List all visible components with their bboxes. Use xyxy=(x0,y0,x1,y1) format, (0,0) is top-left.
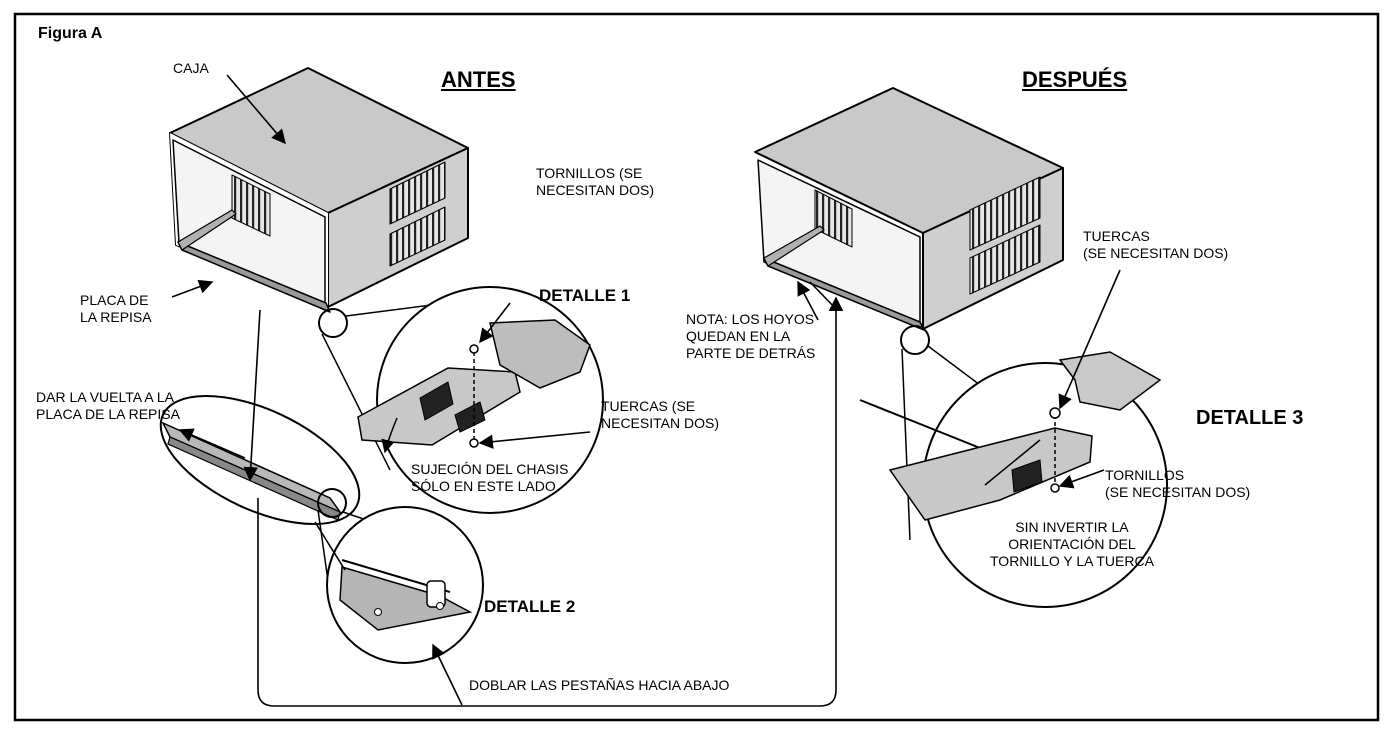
label-sujecion: SUJECIÓN DEL CHASIS SÓLO EN ESTE LADO xyxy=(411,461,569,494)
dar-vuelta-arrow xyxy=(178,428,246,459)
label-placa-repisa: PLACA DE LA REPISA xyxy=(80,292,152,325)
placa-arrow xyxy=(171,279,214,298)
label-sin-invertir: SIN INVERTIR LA ORIENTACIÓN DEL TORNILLO… xyxy=(990,519,1154,569)
detail-3-label: DETALLE 3 xyxy=(1196,407,1304,429)
tornillos-despues-arrow xyxy=(1058,469,1105,489)
label-nota: NOTA: LOS HOYOS QUEDAN EN LA PARTE DE DE… xyxy=(686,311,816,361)
detail-2-circle xyxy=(326,506,484,664)
label-tuercas-despues: TUERCAS (SE NECESITAN DOS) xyxy=(1083,228,1229,261)
nota-underline xyxy=(809,281,838,311)
detail-3-circle xyxy=(859,325,1168,608)
cabinet-after xyxy=(754,87,1064,331)
leader-lines xyxy=(171,74,1121,707)
before-heading: ANTES xyxy=(441,67,516,92)
label-dar-vuelta: DAR LA VUELTA A LA PLACA DE LA REPISA xyxy=(36,389,180,422)
tuercas-antes-arrow xyxy=(478,431,591,449)
detail-2-label: DETALLE 2 xyxy=(484,597,576,616)
label-doblar: DOBLAR LAS PESTAÑAS HACIA ABAJO xyxy=(469,677,730,693)
label-caja: CAJA xyxy=(173,60,209,76)
detail-1-label: DETALLE 1 xyxy=(539,286,631,305)
tornillos-antes-arrow xyxy=(479,302,511,344)
label-tornillos-antes: TORNILLOS (SE NECESITAN DOS) xyxy=(536,165,654,198)
detail-1-circle xyxy=(318,286,604,514)
after-heading: DESPUÉS xyxy=(1022,67,1128,92)
label-tuercas-antes: TUERCAS (SE NECESITAN DOS) xyxy=(601,398,719,431)
return-flow-arrow xyxy=(257,296,844,707)
figure-border xyxy=(13,12,1380,722)
doblar-arrow xyxy=(432,643,463,706)
nota-arrow xyxy=(797,280,819,321)
tuercas-despues-arrow xyxy=(1058,269,1121,410)
label-tornillos-despues: TORNILLOS (SE NECESITAN DOS) xyxy=(1105,467,1251,500)
caja-arrow xyxy=(226,74,286,145)
cabinet-before xyxy=(169,67,469,313)
down-flow-arrow xyxy=(243,309,261,482)
figure-title: Figura A xyxy=(38,25,103,42)
detail2-leader-back xyxy=(314,521,346,571)
